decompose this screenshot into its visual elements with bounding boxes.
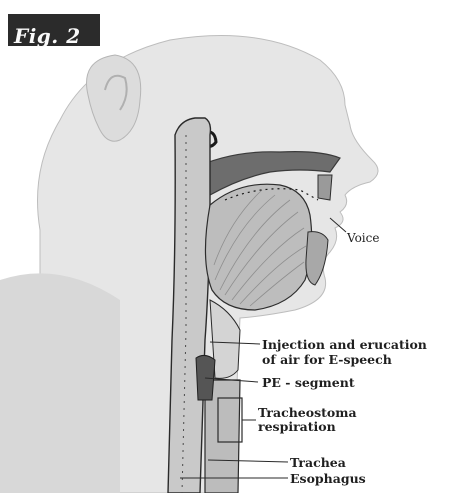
figure-title: Fig. 2 bbox=[14, 24, 81, 48]
label-esophagus: Esophagus bbox=[290, 471, 366, 486]
label-pe-segment: PE - segment bbox=[262, 375, 355, 390]
neck-shading bbox=[0, 273, 120, 493]
label-tracheostoma-line2: respiration bbox=[258, 419, 336, 434]
label-injection-line1: Injection and erucation bbox=[262, 337, 427, 352]
label-voice: Voice bbox=[347, 231, 379, 246]
label-tracheostoma-line1: Tracheostoma bbox=[258, 405, 357, 420]
label-trachea: Trachea bbox=[290, 455, 346, 470]
upper-teeth bbox=[318, 175, 332, 200]
label-injection-line2: of air for E-speech bbox=[262, 352, 392, 367]
